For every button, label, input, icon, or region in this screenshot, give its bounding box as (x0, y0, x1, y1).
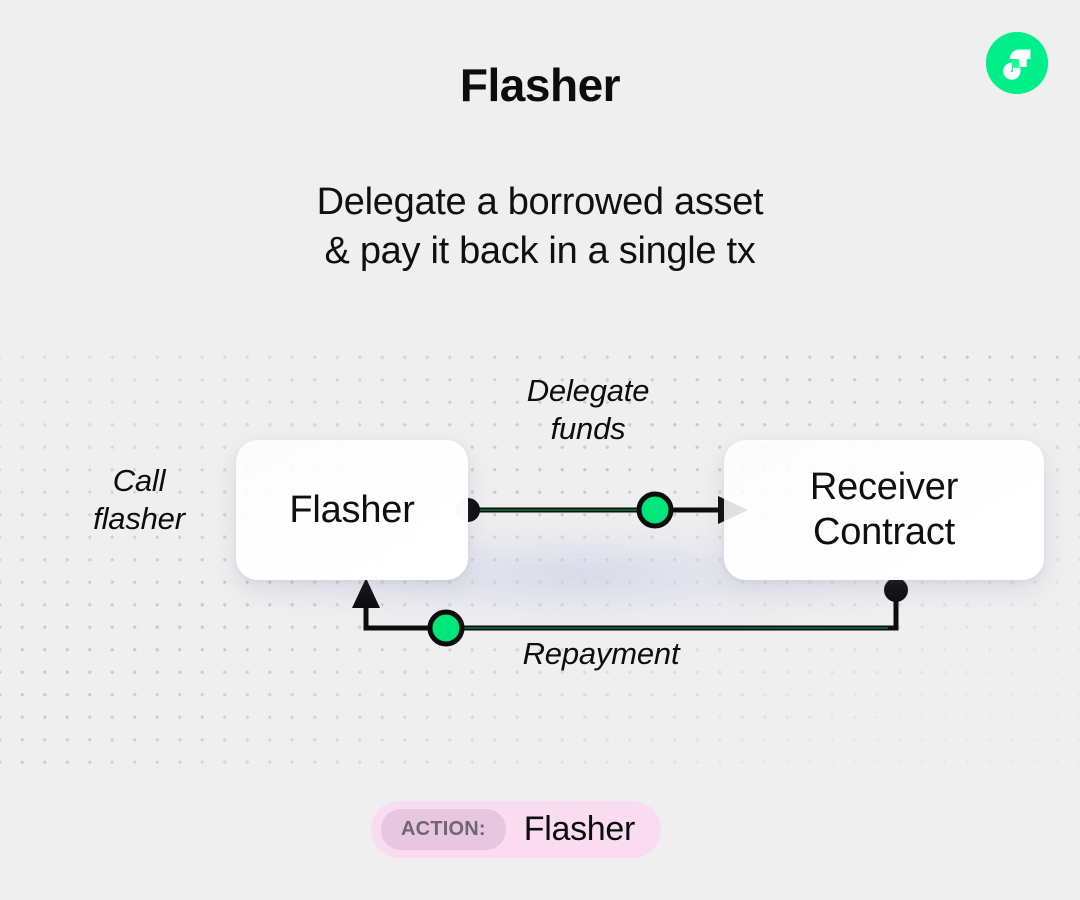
action-chip-label: ACTION: (381, 809, 506, 850)
edge-label-repayment-line-1: Repayment (522, 636, 680, 671)
edge-label-delegate-funds: Delegate funds (468, 372, 708, 448)
action-value: Flasher (523, 810, 636, 848)
edge-label-call-flasher: Call flasher (44, 462, 234, 538)
page-subtitle: Delegate a borrowed asset & pay it back … (0, 178, 1080, 275)
subtitle-line-1: Delegate a borrowed asset (316, 181, 764, 223)
node-receiver-line-1: Receiver (809, 466, 959, 509)
delegate-token-node (636, 491, 674, 529)
repayment-arrowhead-icon (352, 578, 380, 608)
edge-label-call-line-1: Call (112, 463, 166, 498)
node-receiver-line-2: Contract (812, 511, 955, 553)
node-receiver-contract-label: Receiver Contract (809, 465, 959, 555)
edge-label-repayment: Repayment (476, 635, 726, 673)
edge-label-delegate-line-2: funds (550, 410, 626, 446)
subtitle-line-2: & pay it back in a single tx (324, 229, 756, 272)
edge-label-delegate-line-1: Delegate (526, 373, 650, 408)
page-title: Flasher (459, 59, 621, 111)
node-flasher-label: Flasher (289, 488, 415, 531)
repayment-token-node (427, 609, 465, 647)
edge-label-call-line-2: flasher (93, 500, 185, 536)
flow-diagram: Flasher Receiver Contract Call flasher D… (0, 340, 1080, 770)
flow-logo-icon (986, 32, 1048, 94)
action-badge[interactable]: ACTION: Flasher (371, 801, 662, 858)
node-receiver-contract[interactable]: Receiver Contract (724, 440, 1044, 580)
receiver-output-dot (884, 578, 908, 602)
node-flasher[interactable]: Flasher (236, 440, 468, 580)
